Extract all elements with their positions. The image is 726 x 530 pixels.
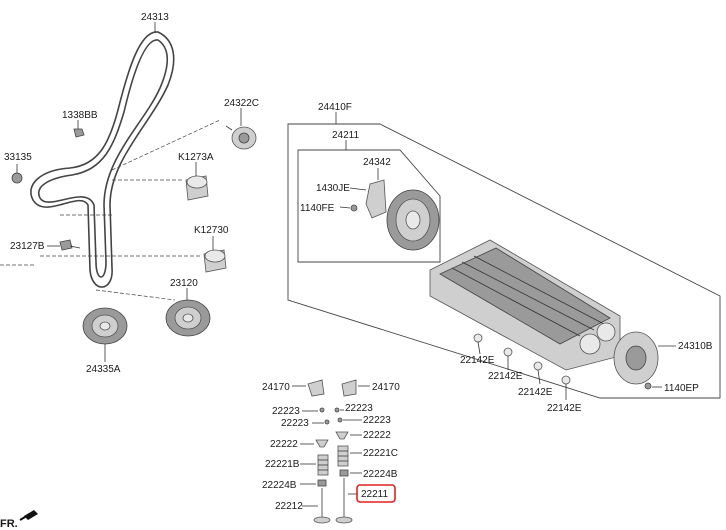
callout-k12730[interactable]: K12730 (194, 225, 229, 236)
callout-24322c[interactable]: 24322C (224, 98, 259, 109)
callout-24410f[interactable]: 24410F (318, 102, 352, 113)
camshaft-sprocket-frame (297, 149, 441, 263)
bolt-1140ep[interactable] (644, 382, 652, 390)
callout-1338bb[interactable]: 1338BB (62, 110, 98, 121)
camshaft-sprocket[interactable] (386, 189, 440, 251)
callout-22142e-2[interactable]: 22142E (488, 371, 523, 382)
callout-24211[interactable]: 24211 (332, 130, 360, 141)
front-direction-label: FR. (0, 518, 18, 530)
sprocket-bracket[interactable] (365, 179, 387, 219)
callout-1140fe[interactable]: 1140FE (300, 203, 335, 214)
callout-22221c[interactable]: 22221C (363, 448, 398, 459)
spring-retainer-right[interactable] (335, 431, 349, 440)
valve-seal-left[interactable] (317, 479, 327, 487)
callout-22223-1[interactable]: 22223 (272, 406, 300, 417)
callout-22224b-right[interactable]: 22224B (363, 469, 398, 480)
idler-pulley-lower[interactable] (203, 249, 227, 273)
callout-24310b[interactable]: 24310B (678, 341, 713, 352)
valve-keepers[interactable] (319, 407, 343, 425)
callout-22142e-3[interactable]: 22142E (518, 387, 553, 398)
callout-24313[interactable]: 24313 (141, 12, 169, 23)
callout-22224b-left[interactable]: 22224B (262, 480, 297, 491)
callout-k1273a[interactable]: K1273A (178, 152, 214, 163)
callout-22223-3[interactable]: 22223 (281, 418, 309, 429)
valve-seal-right[interactable] (339, 469, 349, 477)
head-assembly-frame (287, 123, 721, 399)
nut-33135[interactable] (11, 172, 23, 184)
timing-belt (30, 31, 175, 288)
spring-retainer-left[interactable] (315, 439, 329, 448)
callout-22222-right[interactable]: 22222 (363, 430, 391, 441)
bolt-1140fe[interactable] (350, 204, 358, 212)
callout-22142e-4[interactable]: 22142E (547, 403, 582, 414)
callout-22223-4[interactable]: 22223 (363, 415, 391, 426)
exhaust-valve-22212[interactable] (313, 488, 331, 524)
callout-22221b[interactable]: 22221B (265, 459, 300, 470)
bolt-23127b[interactable] (59, 239, 81, 251)
callout-24170-left[interactable]: 24170 (262, 382, 290, 393)
front-arrow-icon (19, 510, 38, 521)
callout-23127b[interactable]: 23127B (10, 241, 45, 252)
highlight-box-22211 (356, 484, 396, 503)
callout-1430je[interactable]: 1430JE (316, 183, 350, 194)
callout-24342[interactable]: 24342 (363, 157, 391, 168)
camshaft-cover[interactable] (613, 331, 659, 385)
idler-pulley-upper[interactable] (185, 175, 209, 201)
tensioner-pulley[interactable] (225, 125, 257, 150)
callout-24170-right[interactable]: 24170 (372, 382, 400, 393)
bolt-1338bb[interactable] (73, 128, 85, 138)
callout-22142e-1[interactable]: 22142E (460, 355, 495, 366)
rocker-arm-right[interactable] (341, 379, 357, 397)
intake-valve-22211[interactable] (335, 478, 353, 524)
callout-22211[interactable]: 22211 (361, 489, 389, 500)
rocker-arm-left[interactable] (307, 379, 325, 397)
callout-22222-left[interactable]: 22222 (270, 439, 298, 450)
callout-22212[interactable]: 22212 (275, 501, 303, 512)
valve-spring-22221c[interactable] (337, 445, 349, 467)
crank-sprocket[interactable] (82, 307, 128, 345)
crank-gear[interactable] (165, 299, 211, 337)
callout-22223-2[interactable]: 22223 (345, 403, 373, 414)
callout-1140ep[interactable]: 1140EP (664, 383, 699, 394)
callout-23120[interactable]: 23120 (170, 278, 198, 289)
callout-33135[interactable]: 33135 (4, 152, 32, 163)
callout-24335a[interactable]: 24335A (86, 364, 121, 375)
cylinder-head[interactable] (429, 239, 621, 371)
valve-spring-22221b[interactable] (317, 454, 329, 476)
